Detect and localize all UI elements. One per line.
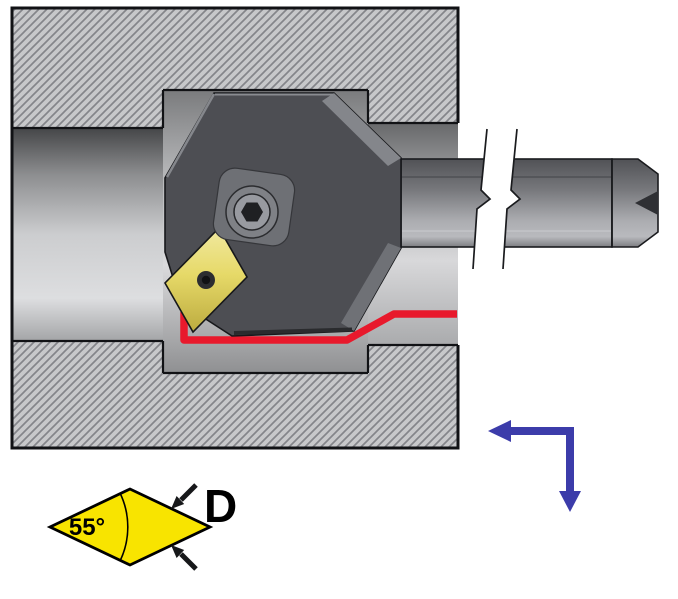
insert-screw-hole-center [201,275,211,285]
toolpath-line [180,310,457,344]
break-line-left [472,128,492,270]
head-bottom-shadow [233,327,353,335]
insert-shape-code: D [204,480,237,532]
feed-direction-arrow [488,420,581,512]
clamp-assembly [212,167,296,247]
insert-angle-arc [119,492,129,562]
angle-arrow-top-head [171,496,185,509]
workpiece-outline [10,6,460,450]
insert-angle-arrow-top-icon [171,483,198,509]
angle-arrow-bottom-head [171,545,185,558]
feed-arrow-left-head-icon [488,420,511,442]
bore-outline [12,88,458,375]
angle-arrow-top-tail [179,483,198,502]
head-top-chamfer [322,93,401,166]
boring-bar-shank [400,158,659,248]
bore-left-fill [12,128,163,341]
cutting-insert [164,226,248,334]
shank-end-notch [635,191,658,215]
head-left-highlight [165,93,216,178]
screw-hex-socket-icon [241,202,263,222]
insert-angle-label: 55° [69,514,105,541]
break-gap [473,126,520,272]
feed-arrow-down-head-icon [559,491,581,512]
insert-shape-diamond [46,487,214,567]
break-symbol [472,126,522,272]
angle-arrow-bottom-tail [179,552,198,571]
insert-angle-arrow-bottom-icon [171,545,198,571]
insert-shape-symbol: 55° D [46,480,237,571]
break-line-right [502,128,522,270]
head-bottom-chamfer [341,243,401,331]
